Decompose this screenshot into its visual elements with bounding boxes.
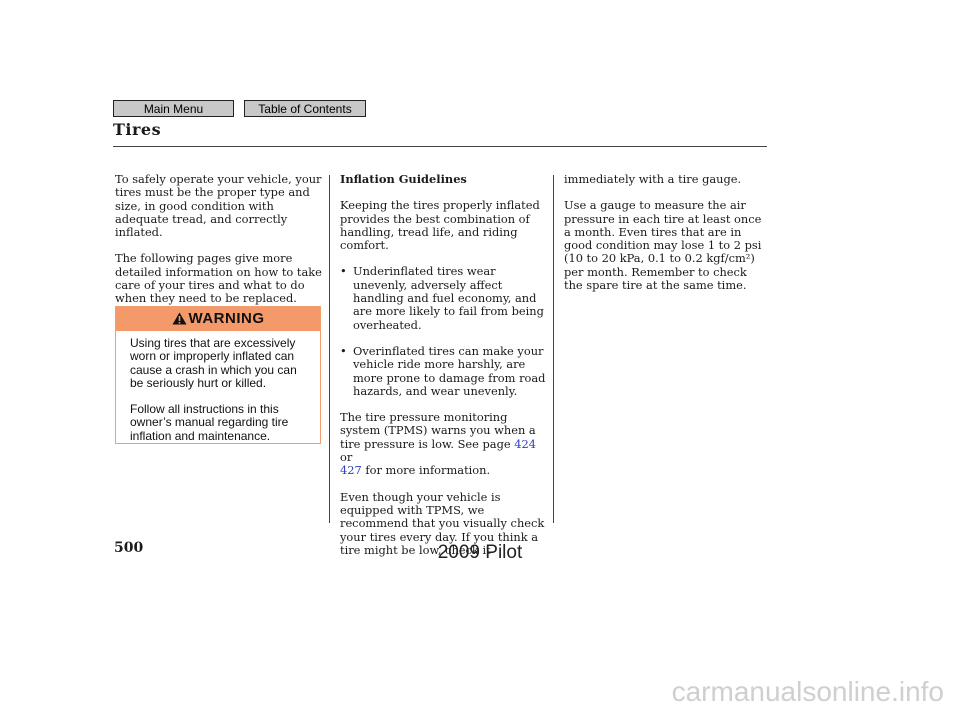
bullet-text: Overinflated tires can make your vehicle…	[353, 343, 546, 398]
bullet-dot: •	[340, 264, 347, 279]
info-paragraph: The following pages give more detailed i…	[115, 251, 322, 306]
tpms-paragraph: The tire pressure monitoring system (TPM…	[340, 411, 550, 477]
gauge-paragraph: Use a gauge to measure the air pressure …	[564, 198, 762, 293]
inflation-paragraph: Keeping the tires properly inflated prov…	[340, 198, 540, 253]
bullet-text: Underinflated tires wear unevenly, adver…	[353, 264, 544, 332]
page-link-427[interactable]: 427	[340, 463, 362, 478]
section-title: Tires	[113, 120, 162, 139]
page-link-424[interactable]: 424	[514, 436, 536, 451]
tpms-text: The tire pressure monitoring system (TPM…	[340, 410, 536, 451]
warning-label: WARNING	[188, 310, 265, 327]
footer-model: 2009 Pilot	[437, 542, 523, 563]
intro-paragraph: To safely operate your vehicle, your tir…	[115, 172, 322, 240]
tpms-end-text: for more information.	[365, 463, 491, 478]
watermark: carmanualsonline.info	[671, 676, 944, 707]
main-menu-button[interactable]: Main Menu	[113, 100, 234, 117]
inflation-guidelines-heading: Inflation Guidelines	[340, 172, 467, 186]
warning-icon	[172, 312, 186, 325]
warning-header: WARNING	[116, 307, 320, 331]
or-text: or	[340, 450, 353, 465]
table-of-contents-button[interactable]: Table of Contents	[244, 100, 366, 117]
warning-box: WARNING Using tires that are excessively…	[115, 306, 321, 444]
column-divider	[553, 175, 554, 523]
visual-check-paragraph: Even though your vehicle is equipped wit…	[340, 489, 545, 557]
column-divider	[329, 175, 330, 523]
column-3: immediately with a tire gauge. Use a gau…	[564, 172, 764, 305]
bullet-item: • Overinflated tires can make your vehicl…	[340, 343, 550, 398]
column-1: To safely operate your vehicle, your tir…	[115, 172, 325, 319]
continued-paragraph: immediately with a tire gauge.	[564, 172, 742, 186]
page-number: 500	[114, 540, 144, 556]
title-rule	[113, 146, 767, 147]
bullet-item: • Underinflated tires wear unevenly, adve…	[340, 264, 550, 332]
column-2: Inflation Guidelines Keeping the tires p…	[340, 172, 550, 570]
bullet-dot: •	[340, 343, 347, 358]
warning-text: Using tires that are excessively worn or…	[130, 336, 297, 390]
warning-instruction: Follow all instructions in this owner’s …	[130, 402, 289, 443]
